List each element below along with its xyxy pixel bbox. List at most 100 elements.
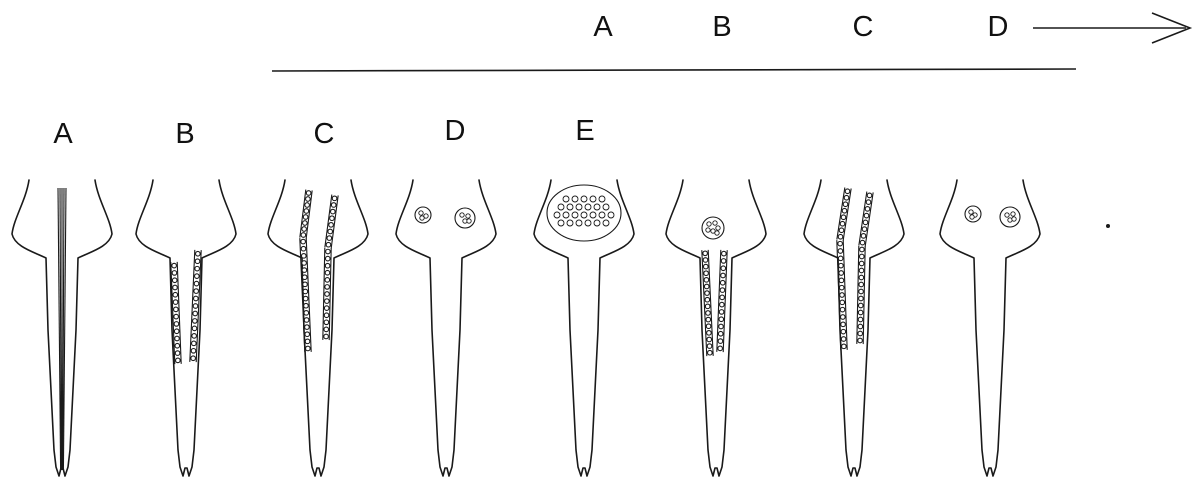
cell-chain-left-cell: [303, 296, 308, 301]
cell-chain-left-cell: [304, 209, 309, 214]
cell-chain-left-cell: [303, 215, 308, 220]
cell-chain-right-cell: [858, 331, 863, 336]
stage-label-e: E: [575, 115, 594, 147]
cell-chain-left-cell: [172, 263, 177, 268]
cell-chain-right-cell: [332, 196, 337, 201]
cell-chain-left-cell: [301, 239, 306, 244]
cell-chain-right-cell: [326, 249, 331, 254]
sequence-arrow: [1033, 13, 1190, 43]
cell-chain-right-cell: [192, 326, 197, 331]
cell-chain-left-cell: [838, 249, 843, 254]
cell-cluster-right-dot: [460, 213, 464, 217]
cell-chain-left-cell: [707, 337, 712, 342]
cell-cluster-dot: [707, 222, 711, 226]
cell-chain-left-cell: [305, 332, 310, 337]
cell-chain-right-cell: [196, 251, 201, 256]
cell-chain-left-cell: [301, 246, 306, 251]
cell-chain-right-cell: [325, 285, 330, 290]
cell-chain-right-cell: [325, 263, 330, 268]
large-cell-cluster-dot: [590, 196, 596, 202]
stage-shape-4: [396, 180, 496, 476]
cell-chain-left-cell: [175, 351, 180, 356]
cell-chain-left-cell: [841, 329, 846, 334]
stage-shape-1: [12, 180, 112, 476]
cell-chain-left-cell: [840, 300, 845, 305]
cell-chain-left-cell: [174, 329, 179, 334]
cell-cluster-dot: [716, 226, 720, 230]
large-cell-cluster-dot: [594, 220, 600, 226]
cell-chain-left-cell: [304, 303, 309, 308]
cell-chain-right-cell: [720, 295, 725, 300]
cell-chain-right-cell: [860, 240, 865, 245]
cell-chain-left-cell: [173, 300, 178, 305]
cell-chain-right-cell: [324, 320, 329, 325]
cell-chain-left-cell: [704, 271, 709, 276]
cell-chain-right-cell: [858, 338, 863, 343]
cell-chain-left-cell: [839, 285, 844, 290]
large-cell-cluster-dot: [581, 196, 587, 202]
cell-chain-left-cell: [845, 189, 850, 194]
cell-chain-right-cell: [721, 259, 726, 264]
cell-chain-right-cell: [330, 216, 335, 221]
cell-chain-left-cell: [703, 251, 708, 256]
cell-chain-right-cell: [858, 324, 863, 329]
cell-cluster-left-dot: [419, 211, 423, 215]
large-cell-cluster-dot: [567, 220, 573, 226]
cell-chain-left-cell: [305, 325, 310, 330]
stray-mark: [1106, 224, 1110, 228]
cell-chain-right-cell: [324, 327, 329, 332]
cell-chain-right-cell: [721, 266, 726, 271]
large-cell-cluster-dot: [576, 220, 582, 226]
large-cell-cluster-dot: [576, 204, 582, 210]
cell-chain-left-cell: [705, 291, 710, 296]
cell-chain-left-cell: [173, 292, 178, 297]
cell-chain-left-cell: [302, 227, 307, 232]
cell-chain-left-cell: [174, 307, 179, 312]
large-cell-cluster-dot: [603, 204, 609, 210]
stage-label-d: D: [445, 115, 466, 147]
cell-chain-left-cell: [707, 344, 712, 349]
cell-chain-right-cell: [192, 341, 197, 346]
sequence-label-a: A: [593, 11, 613, 43]
cell-chain-left-cell: [176, 358, 181, 363]
large-cell-cluster-dot: [585, 220, 591, 226]
large-cell-cluster-dot: [590, 212, 596, 218]
cell-chain-right-cell: [324, 334, 329, 339]
cell-cluster-right-dot: [1012, 217, 1016, 221]
cell-chain-right-cell: [325, 292, 330, 297]
large-cell-cluster-dot: [567, 204, 573, 210]
cell-chain-left-cell: [842, 208, 847, 213]
cell-cluster-right-dot: [1011, 212, 1015, 216]
large-cell-cluster-dot: [608, 212, 614, 218]
cell-chain-left-cell: [306, 197, 311, 202]
sequence-bracket-line: [272, 69, 1076, 71]
large-cell-cluster-dot: [603, 220, 609, 226]
cell-chain-right-cell: [858, 310, 863, 315]
cell-chain-right-cell: [859, 275, 864, 280]
cell-chain-left-cell: [705, 304, 710, 309]
cell-cluster-dot: [706, 228, 710, 232]
large-cell-cluster-dot: [572, 212, 578, 218]
cell-cluster-dot: [715, 231, 719, 235]
cell-chain-right-cell: [858, 303, 863, 308]
cell-chain-right-wall: [857, 246, 859, 344]
cell-chain-left-cell: [301, 254, 306, 259]
cell-chain-right-cell: [719, 310, 724, 315]
cell-cluster-left-dot: [420, 216, 424, 220]
sequence-label-c: C: [853, 11, 874, 43]
sequence-label-d: D: [988, 11, 1009, 43]
cell-chain-right-cell: [864, 213, 869, 218]
cell-chain-right-cell: [195, 259, 200, 264]
cell-chain-left-cell: [305, 339, 310, 344]
cell-chain-left-cell: [708, 350, 713, 355]
cell-chain-left-cell: [839, 271, 844, 276]
cell-cluster-dot: [713, 221, 717, 225]
cell-chain-right-cell: [718, 339, 723, 344]
cell-chain-right-cell: [191, 349, 196, 354]
large-cell-cluster-dot: [599, 212, 605, 218]
cell-cluster-left-dot: [970, 215, 974, 219]
cell-chain-left-cell: [707, 331, 712, 336]
cell-chain-right-cell: [720, 288, 725, 293]
cell-cluster-right: [1000, 207, 1020, 227]
